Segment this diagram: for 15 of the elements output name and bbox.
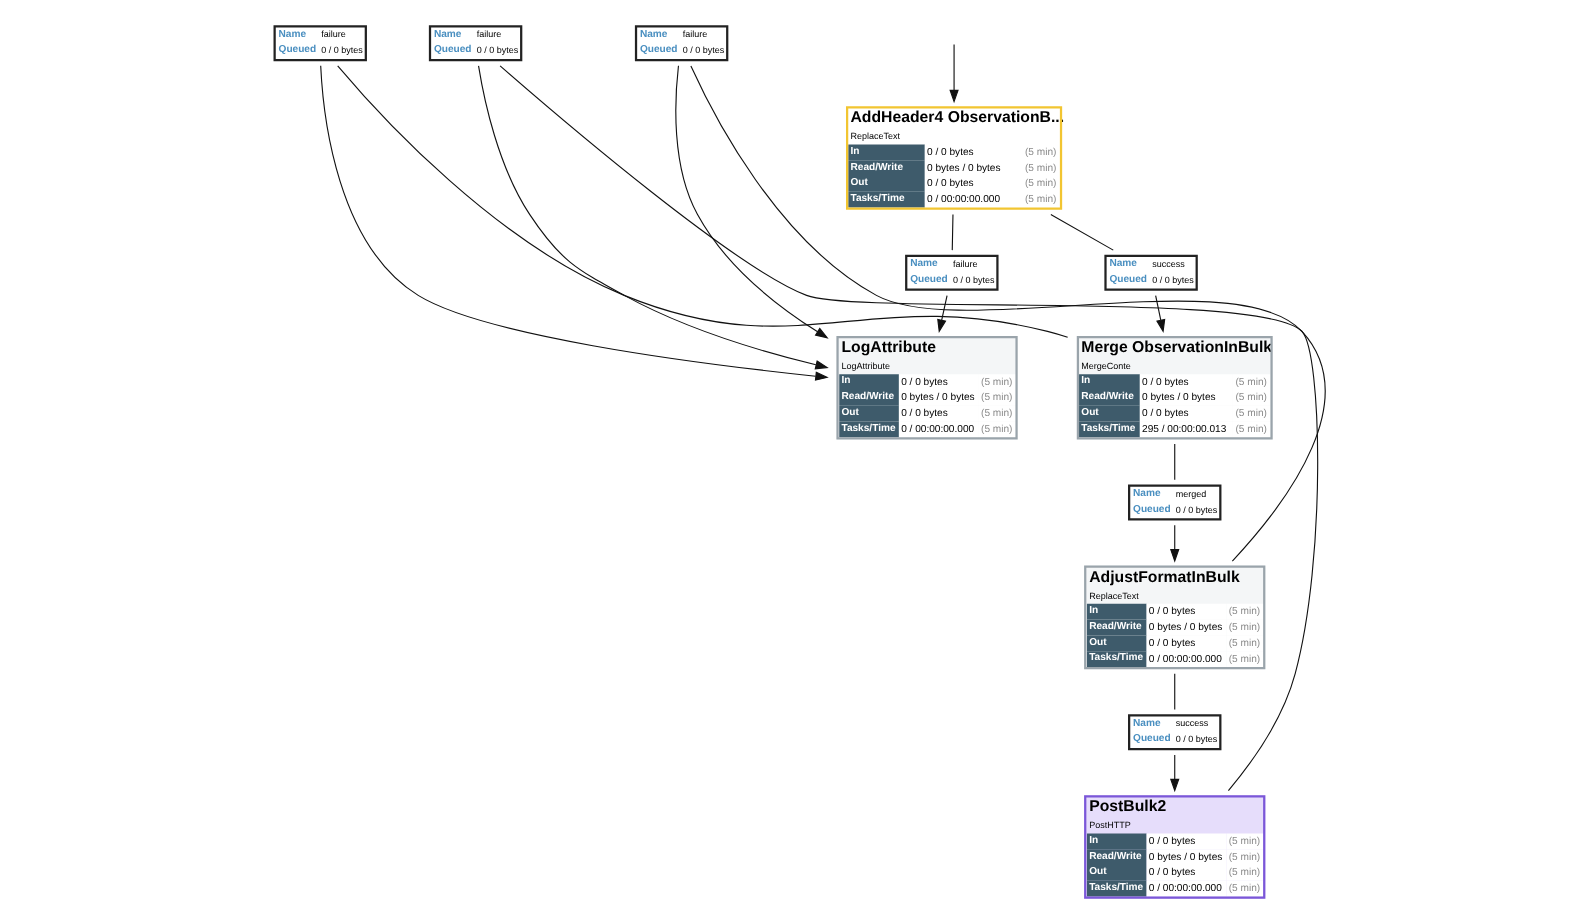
arrow bbox=[936, 295, 947, 333]
arrow bbox=[1169, 524, 1179, 563]
connector bbox=[950, 213, 953, 251]
connector bbox=[336, 65, 1068, 338]
arrow bbox=[948, 43, 958, 104]
connector bbox=[1173, 673, 1175, 711]
connector bbox=[498, 65, 1318, 792]
arrow bbox=[674, 65, 828, 339]
arrow bbox=[1169, 754, 1179, 793]
connector bbox=[689, 65, 1325, 562]
connector bbox=[1049, 213, 1113, 251]
arrow bbox=[319, 65, 828, 381]
connector bbox=[1173, 443, 1175, 481]
arrow bbox=[477, 65, 828, 370]
arrow bbox=[1154, 295, 1165, 333]
